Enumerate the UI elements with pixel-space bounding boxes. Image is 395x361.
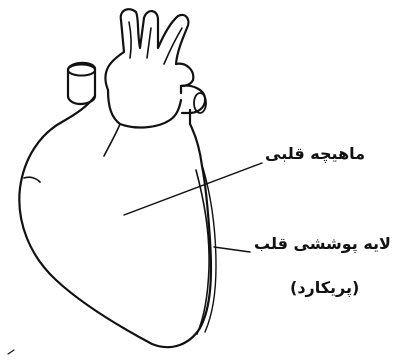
label-myocardium: ماهیچه قلبی (265, 144, 365, 163)
label-pericardium: لایه پوششی قلب (254, 234, 391, 253)
vena-cava-outline (68, 63, 95, 104)
corner-tick-mark (8, 350, 14, 354)
aorta-inner-lines (129, 22, 182, 64)
pericardium-leader-line (214, 247, 250, 252)
coronary-groove-line (24, 177, 40, 182)
aorta-outline (105, 9, 193, 93)
myocardium-leader-line (124, 163, 262, 215)
vena-cava-opening (68, 65, 95, 76)
atrium-inner-line (104, 124, 120, 156)
pulmonary-artery-outline (181, 86, 205, 113)
label-pericardium-sub: (پریکارد) (290, 278, 359, 297)
atrium-outline (108, 90, 181, 127)
